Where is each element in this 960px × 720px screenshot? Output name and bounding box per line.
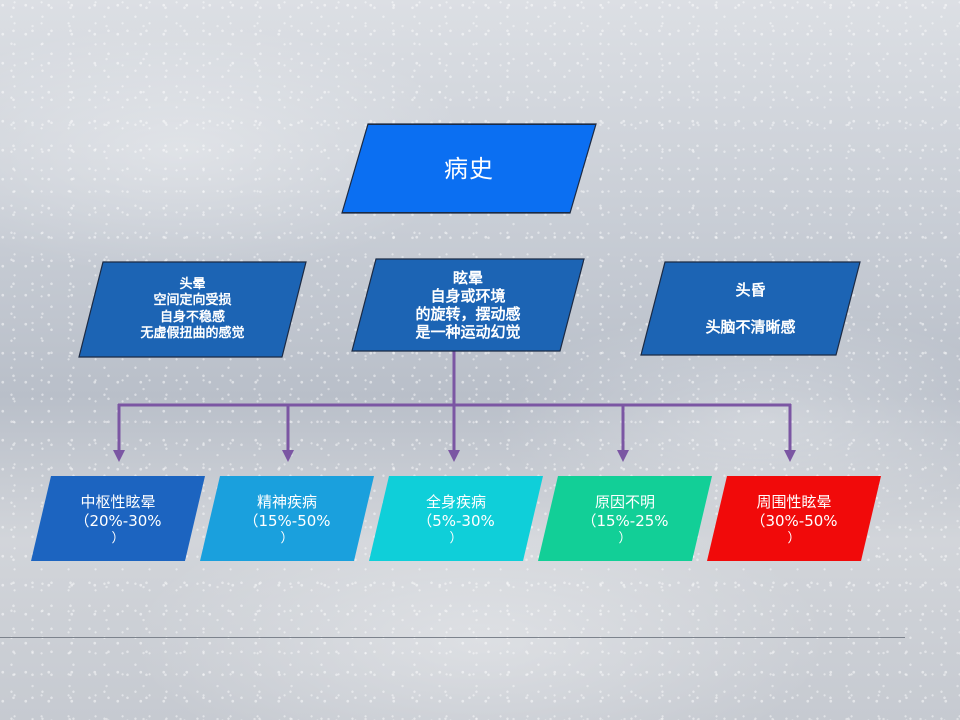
cause-percent: （5%-30% xyxy=(417,512,495,530)
cause-percent: （20%-30% xyxy=(74,512,162,530)
node-vertigo-line-4: 是一种运动幻觉 xyxy=(415,323,521,341)
node-vertigo-line-1: 眩晕 xyxy=(452,269,483,287)
cause-percent-close: ） xyxy=(787,530,801,546)
cause-systemic: 全身疾病 （5%-30% ） xyxy=(369,476,543,561)
node-vertigo: 眩晕 自身或环境 的旋转，摆动感 是一种运动幻觉 xyxy=(352,259,584,351)
cause-percent: （15%-50% xyxy=(243,512,331,530)
cause-percent-close: ） xyxy=(618,530,632,546)
cause-percent-close: ） xyxy=(449,530,463,546)
cause-label: 原因不明 xyxy=(594,492,655,511)
title-text: 病史 xyxy=(444,154,494,183)
footer-divider xyxy=(0,637,905,638)
node-vertigo-line-3: 的旋转，摆动感 xyxy=(415,305,521,323)
node-lightheadedness: 头昏 头脑不清晰感 xyxy=(641,262,860,355)
cause-label: 周围性眩晕 xyxy=(756,492,832,511)
node-dizziness: 头晕 空间定向受损 自身不稳感 无虚假扭曲的感觉 xyxy=(79,262,306,357)
cause-central-vertigo: 中枢性眩晕 （20%-30% ） xyxy=(31,476,205,561)
cause-percent: （15%-25% xyxy=(581,512,669,530)
cause-percent: （30%-50% xyxy=(750,512,838,530)
cause-label: 全身疾病 xyxy=(425,492,486,511)
title-node: 病史 xyxy=(342,124,596,213)
node-dizziness-line-3: 自身不稳感 xyxy=(159,309,225,325)
cause-unknown: 原因不明 （15%-25% ） xyxy=(538,476,712,561)
node-dizziness-line-2: 空间定向受损 xyxy=(153,293,232,309)
node-vertigo-line-2: 自身或环境 xyxy=(430,287,506,305)
cause-percent-close: ） xyxy=(111,530,125,546)
node-dizziness-line-1: 头晕 xyxy=(179,277,206,292)
cause-psychiatric: 精神疾病 （15%-50% ） xyxy=(200,476,374,561)
node-lightheadedness-line-2: 头脑不清晰感 xyxy=(705,317,796,336)
node-lightheadedness-line-1: 头昏 xyxy=(735,280,766,299)
cause-percent-close: ） xyxy=(280,530,294,546)
cause-label: 中枢性眩晕 xyxy=(80,492,156,511)
cause-label: 精神疾病 xyxy=(256,492,317,511)
cause-peripheral-vertigo: 周围性眩晕 （30%-50% ） xyxy=(707,476,881,561)
node-dizziness-line-4: 无虚假扭曲的感觉 xyxy=(140,325,245,341)
